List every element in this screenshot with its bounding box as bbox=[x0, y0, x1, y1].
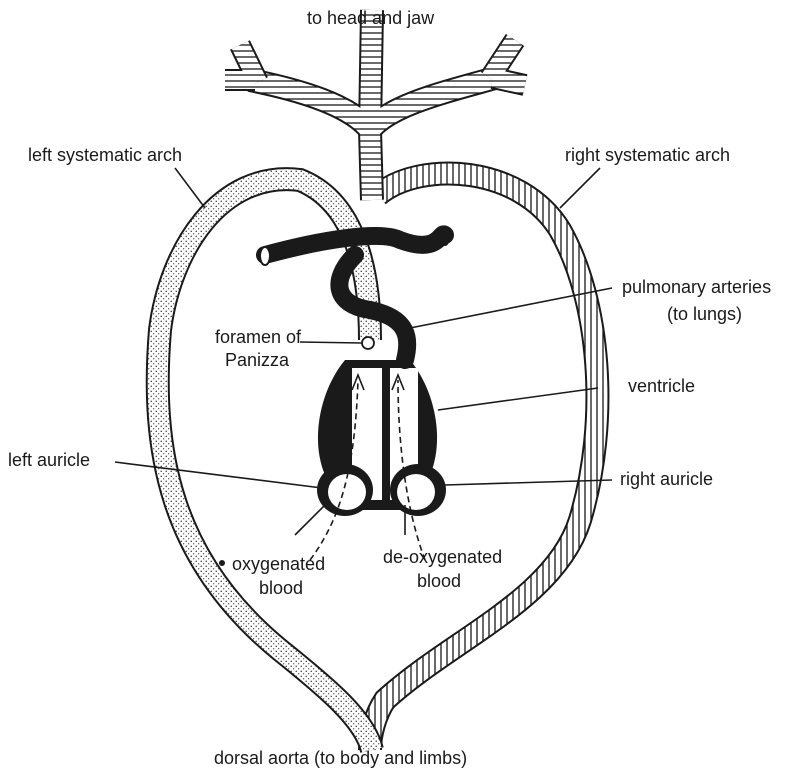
label-left-auricle: left auricle bbox=[8, 450, 90, 470]
label-right-arch: right systematic arch bbox=[565, 145, 730, 165]
label-right-auricle: right auricle bbox=[620, 469, 713, 489]
bullet-dot bbox=[219, 560, 225, 566]
label-foramen-2: Panizza bbox=[225, 350, 290, 370]
label-foramen-1: foramen of bbox=[215, 327, 302, 347]
label-head-jaw: to head and jaw bbox=[307, 8, 435, 28]
leader-ventricle bbox=[438, 388, 598, 410]
label-deoxy-2: blood bbox=[417, 571, 461, 591]
label-dorsal-aorta: dorsal aorta (to body and limbs) bbox=[214, 748, 467, 768]
label-oxy-1: oxygenated bbox=[232, 554, 325, 574]
leader-left-auricle bbox=[115, 462, 322, 488]
label-pulmonary-1: pulmonary arteries bbox=[622, 277, 771, 297]
label-left-arch: left systematic arch bbox=[28, 145, 182, 165]
foramen-of-panizza bbox=[362, 337, 374, 349]
label-oxy-2: blood bbox=[259, 578, 303, 598]
leader-foramen bbox=[300, 342, 362, 343]
leader-right-arch bbox=[560, 168, 600, 208]
label-pulmonary-2: (to lungs) bbox=[667, 304, 742, 324]
label-deoxy-1: de-oxygenated bbox=[383, 547, 502, 567]
label-ventricle: ventricle bbox=[628, 376, 695, 396]
leader-left-arch bbox=[175, 168, 205, 208]
